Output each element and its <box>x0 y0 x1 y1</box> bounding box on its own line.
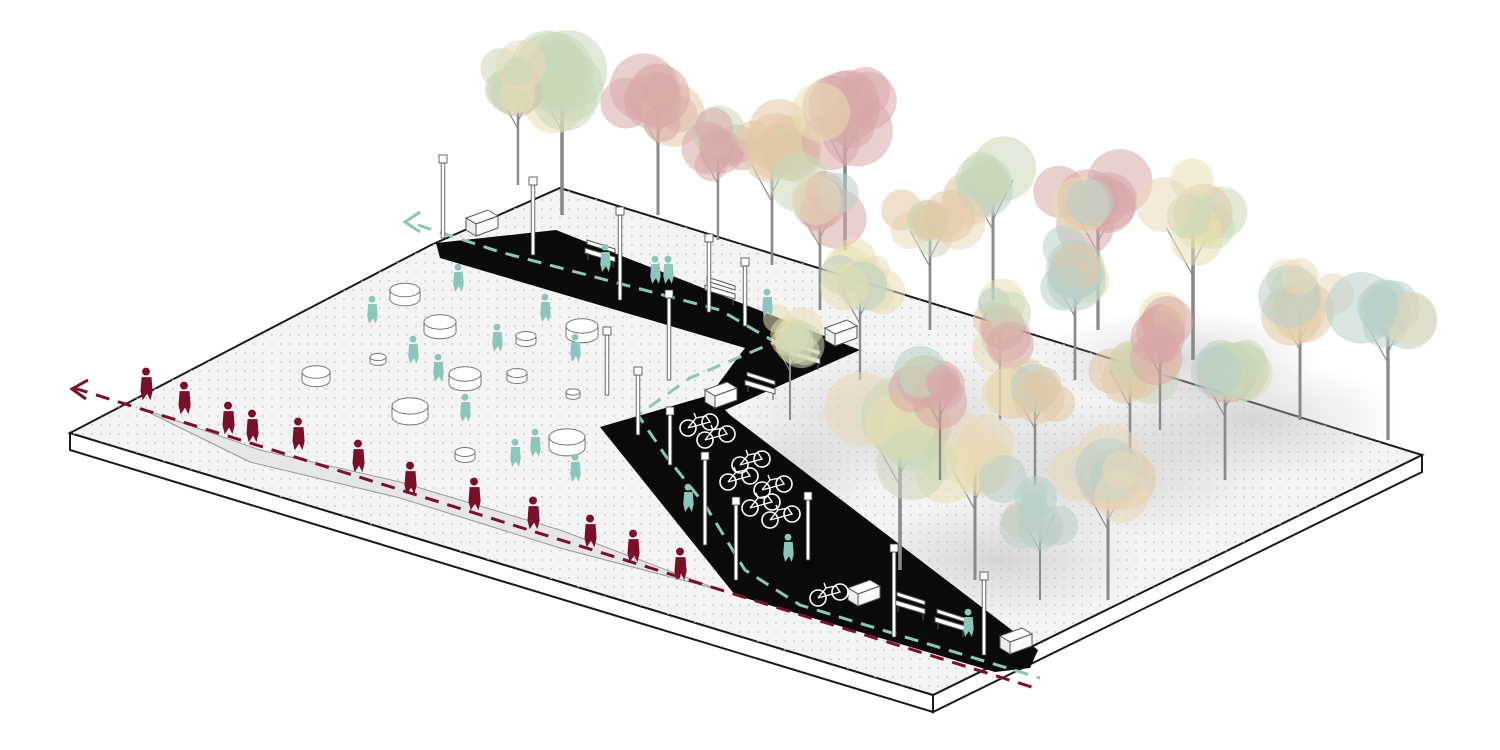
seat-cylinder-icon <box>566 389 580 399</box>
seat-cylinder-icon <box>449 367 481 391</box>
seat-cylinder-icon <box>370 353 386 365</box>
seat-cylinder-icon <box>302 366 330 387</box>
seat-cylinder-icon <box>566 319 598 343</box>
seat-cylinder-icon <box>507 369 527 384</box>
seat-cylinder-icon <box>549 429 585 456</box>
left-arrow-icon <box>405 212 420 232</box>
seat-cylinder-icon <box>392 398 428 425</box>
seat-cylinder-icon <box>424 315 456 339</box>
lamp-post-icon <box>439 155 447 238</box>
park-route-arrow <box>405 212 420 232</box>
seat-cylinder-icon <box>455 448 475 463</box>
seat-cylinder-icon <box>516 332 536 347</box>
seat-cylinder-icon <box>390 283 420 306</box>
